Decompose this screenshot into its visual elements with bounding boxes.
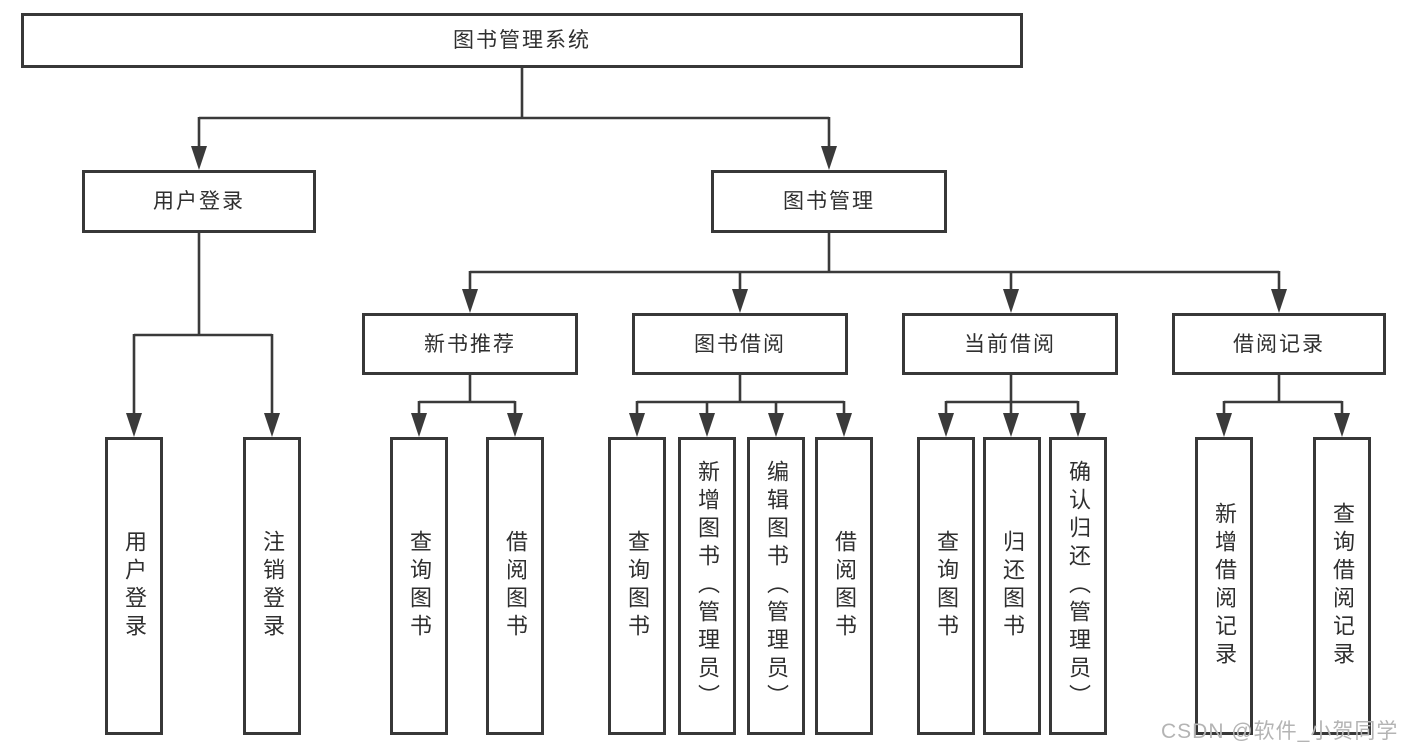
- arrowhead: [507, 413, 523, 437]
- leaf-user-login: 用户登录: [105, 437, 163, 735]
- node-label: 用户登录: [153, 190, 245, 213]
- node-label: 用户登录: [122, 530, 147, 642]
- leaf-confirm-return-admin: 确认归还（管理员）: [1049, 437, 1107, 735]
- arrowhead: [1003, 289, 1019, 313]
- arrowhead: [938, 413, 954, 437]
- node-current-borrowing: 当前借阅: [902, 313, 1118, 375]
- leaf-return-books: 归还图书: [983, 437, 1041, 735]
- leaf-add-borrow-record: 新增借阅记录: [1195, 437, 1253, 735]
- node-label: 查询图书: [407, 530, 432, 642]
- arrowhead: [264, 413, 280, 437]
- node-label: 新增图书（管理员）: [695, 460, 720, 712]
- node-label: 查询图书: [625, 530, 650, 642]
- leaf-query-books-borrow: 查询图书: [608, 437, 666, 735]
- leaf-borrow-books-recommend: 借阅图书: [486, 437, 544, 735]
- arrowhead: [1271, 289, 1287, 313]
- arrowhead: [768, 413, 784, 437]
- arrowhead: [462, 289, 478, 313]
- node-root-library-system: 图书管理系统: [21, 13, 1023, 68]
- arrowhead: [629, 413, 645, 437]
- leaf-edit-books-admin: 编辑图书（管理员）: [747, 437, 805, 735]
- leaf-query-books-recommend: 查询图书: [390, 437, 448, 735]
- arrowhead: [411, 413, 427, 437]
- node-label: 确认归还（管理员）: [1066, 460, 1091, 712]
- node-label: 新书推荐: [424, 332, 516, 356]
- arrowhead: [821, 146, 837, 170]
- node-book-borrowing: 图书借阅: [632, 313, 848, 375]
- node-label: 归还图书: [1000, 530, 1025, 642]
- leaf-add-books-admin: 新增图书（管理员）: [678, 437, 736, 735]
- arrowhead: [699, 413, 715, 437]
- node-label: 借阅图书: [503, 530, 528, 642]
- node-label: 图书管理: [783, 190, 875, 213]
- arrowhead: [1216, 413, 1232, 437]
- node-label: 图书管理系统: [453, 29, 591, 52]
- node-label: 当前借阅: [964, 332, 1056, 356]
- node-label: 借阅图书: [832, 530, 857, 642]
- node-book-management: 图书管理: [711, 170, 947, 233]
- csdn-watermark: CSDN @软件_小贺同学: [1161, 720, 1399, 743]
- arrowhead: [732, 289, 748, 313]
- leaf-query-borrow-record: 查询借阅记录: [1313, 437, 1371, 735]
- arrowhead: [191, 146, 207, 170]
- leaf-borrow-books: 借阅图书: [815, 437, 873, 735]
- node-user-login: 用户登录: [82, 170, 316, 233]
- node-new-book-recommend: 新书推荐: [362, 313, 578, 375]
- node-label: 借阅记录: [1233, 332, 1325, 356]
- node-label: 注销登录: [260, 530, 285, 642]
- arrowhead: [126, 413, 142, 437]
- node-label: 图书借阅: [694, 332, 786, 356]
- node-label: 新增借阅记录: [1212, 502, 1237, 670]
- leaf-query-books-current: 查询图书: [917, 437, 975, 735]
- arrowhead: [1070, 413, 1086, 437]
- arrowhead: [1334, 413, 1350, 437]
- leaf-logout: 注销登录: [243, 437, 301, 735]
- node-label: 编辑图书（管理员）: [764, 460, 789, 712]
- node-borrowing-records: 借阅记录: [1172, 313, 1386, 375]
- arrowhead: [836, 413, 852, 437]
- arrowhead: [1003, 413, 1019, 437]
- node-label: 查询图书: [934, 530, 959, 642]
- node-label: 查询借阅记录: [1330, 502, 1355, 670]
